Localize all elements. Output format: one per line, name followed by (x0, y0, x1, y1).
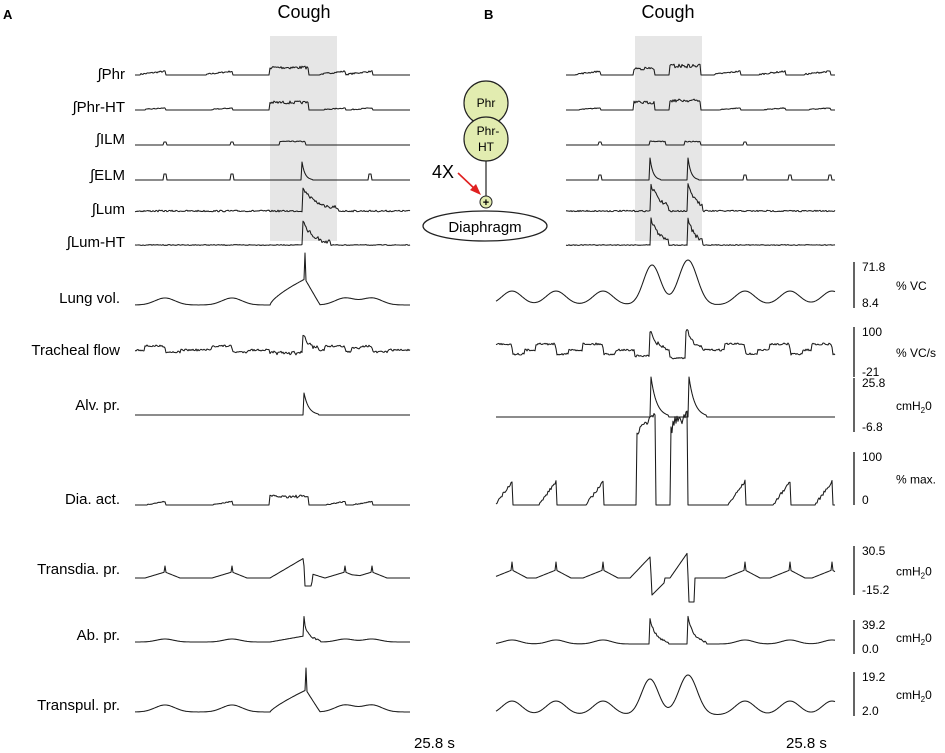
panel-label-a: A (3, 7, 13, 22)
scale-top-transpul-pr: 19.2 (862, 670, 886, 684)
trace-b-phr-ht (566, 98, 835, 111)
trace-a-dia-act (135, 494, 410, 506)
schematic: Phr Phr- HT + Diaphragm 4X (422, 80, 548, 242)
trace-b-ab-pr (495, 615, 836, 645)
neural-label-phr-ht: ∫Phr-HT (72, 99, 125, 116)
trace-a-elm (135, 161, 410, 181)
scale-top-ab-pr: 39.2 (862, 618, 886, 632)
scale-top-dia-act: 100 (862, 450, 882, 464)
panel-label-b: B (484, 7, 493, 22)
phr-ht-circle-label-2: HT (478, 140, 495, 154)
time-label-a: 25.8 s (414, 735, 455, 752)
scale-unit-alv-pr: cmH20 (896, 399, 932, 415)
scale-bottom-dia-act: 0 (862, 493, 869, 507)
trace-group (134, 63, 836, 716)
time-label-b: 25.8 s (786, 735, 827, 752)
mech-label-alv-pr: Alv. pr. (75, 397, 120, 414)
scale-bottom-tracheal-flow: -21 (862, 365, 880, 379)
mech-label-tracheal-flow: Tracheal flow (31, 342, 120, 359)
trace-a-ab-pr (135, 615, 410, 643)
scale-bottom-alv-pr: -6.8 (862, 420, 883, 434)
gain-arrow-head (470, 184, 481, 195)
diaphragm-label: Diaphragm (448, 219, 521, 236)
scale-unit-tracheal-flow: % VC/s (896, 346, 936, 360)
neural-label-ilm: ∫ILM (95, 131, 125, 148)
scale-top-tracheal-flow: 100 (862, 325, 882, 339)
trace-a-lung-vol (135, 252, 410, 306)
trace-a-lum-ht (134, 220, 411, 246)
trace-b-transpul-pr (495, 674, 836, 716)
phr-circle-label: Phr (477, 96, 496, 110)
mech-label-transpul-pr: Transpul. pr. (37, 697, 120, 714)
trace-b-alv-pr (496, 376, 835, 418)
trace-b-lum (566, 183, 836, 213)
mech-label-dia-act: Dia. act. (65, 491, 120, 508)
scale-unit-dia-act: % max. (896, 473, 936, 487)
trace-b-transdia-pr (495, 552, 836, 603)
scale-top-lung-vol: 71.8 (862, 260, 886, 274)
scale-bottom-transpul-pr: 2.0 (862, 704, 879, 718)
trace-b-elm (566, 157, 835, 181)
mech-label-transdia-pr: Transdia. pr. (37, 561, 120, 578)
trace-a-lum (134, 187, 411, 213)
scale-top-alv-pr: 25.8 (862, 376, 886, 390)
neural-label-lum: ∫Lum (91, 201, 125, 218)
scale-bottom-transdia-pr: -15.2 (862, 583, 890, 597)
trace-b-lum-ht (565, 217, 836, 246)
trace-a-phr-ht (135, 100, 410, 111)
cough-title-b: Cough (641, 2, 694, 22)
scale-top-transdia-pr: 30.5 (862, 544, 886, 558)
trace-a-tracheal-flow (134, 334, 411, 356)
trace-a-transdia-pr (135, 558, 410, 587)
trace-b-lung-vol (495, 259, 836, 305)
summing-node-plus: + (483, 197, 489, 209)
mech-label-ab-pr: Ab. pr. (77, 627, 120, 644)
scale-unit-transdia-pr: cmH20 (896, 565, 932, 581)
trace-a-ilm (135, 140, 410, 146)
scale-bar-group: 71.8 8.4 % VC 100 -21 % VC/s 25.8 -6.8 cmH20 100 0… (853, 260, 936, 718)
phr-ht-circle (463, 116, 509, 162)
scale-unit-ab-pr: cmH20 (896, 631, 932, 647)
scale-unit-transpul-pr: cmH20 (896, 688, 932, 704)
trace-b-phr (566, 63, 835, 76)
trace-b-dia-act (495, 410, 835, 506)
diaphragm-ellipse (422, 210, 548, 242)
trace-a-transpul-pr (135, 667, 410, 713)
neural-label-lum-ht: ∫Lum-HT (66, 234, 125, 251)
mech-label-lung-vol: Lung vol. (59, 290, 120, 307)
scale-unit-lung-vol: % VC (896, 279, 927, 293)
summing-node (479, 195, 493, 209)
trace-a-alv-pr (135, 392, 410, 416)
phr-ht-circle-label-1: Phr- (477, 124, 500, 138)
gain-label: 4X (432, 162, 454, 182)
trace-b-ilm (566, 140, 835, 146)
scale-bottom-ab-pr: 0.0 (862, 642, 879, 656)
trace-a-phr (135, 65, 410, 76)
scale-bottom-lung-vol: 8.4 (862, 296, 879, 310)
trace-b-tracheal-flow (495, 328, 836, 360)
cough-title-a: Cough (277, 2, 330, 22)
neural-label-phr: ∫Phr (97, 66, 125, 83)
neural-label-elm: ∫ELM (89, 167, 125, 184)
